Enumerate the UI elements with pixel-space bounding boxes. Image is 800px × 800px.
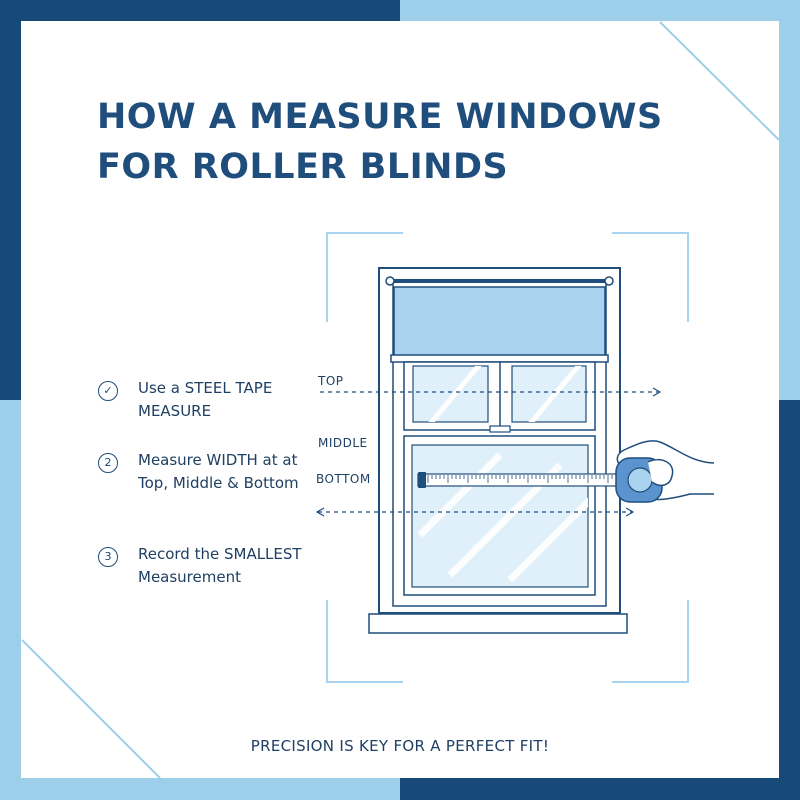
checkmark-icon: ✓ (98, 381, 118, 401)
step-1: ✓ Use a STEEL TAPE MEASURE (98, 377, 308, 423)
top-measure-line (320, 387, 662, 397)
bottom-measure-line (315, 507, 635, 517)
window-sill (368, 613, 628, 634)
roller-blind (393, 286, 606, 358)
step-3-number: 3 (98, 547, 118, 567)
label-top: TOP (318, 374, 344, 388)
step-2-text: Measure WIDTH at at Top, Middle & Bottom (138, 451, 299, 492)
step-2-number: 2 (98, 453, 118, 473)
page-title: HOW A MEASURE WINDOWS FOR ROLLER BLINDS (97, 97, 663, 187)
step-3-text: Record the SMALLEST Measurement (138, 545, 302, 586)
label-bottom: BOTTOM (316, 472, 371, 486)
step-1-text: Use a STEEL TAPE MEASURE (138, 379, 273, 420)
hand-icon (615, 440, 715, 503)
focus-brackets (326, 232, 689, 683)
footer-tagline: PRECISION IS KEY FOR A PERFECT FIT! (250, 737, 550, 755)
step-2: 2 Measure WIDTH at at Top, Middle & Bott… (98, 449, 308, 495)
step-3: 3 Record the SMALLEST Measurement (98, 543, 308, 589)
tape-measure (417, 472, 619, 488)
label-middle: MIDDLE (318, 436, 368, 450)
